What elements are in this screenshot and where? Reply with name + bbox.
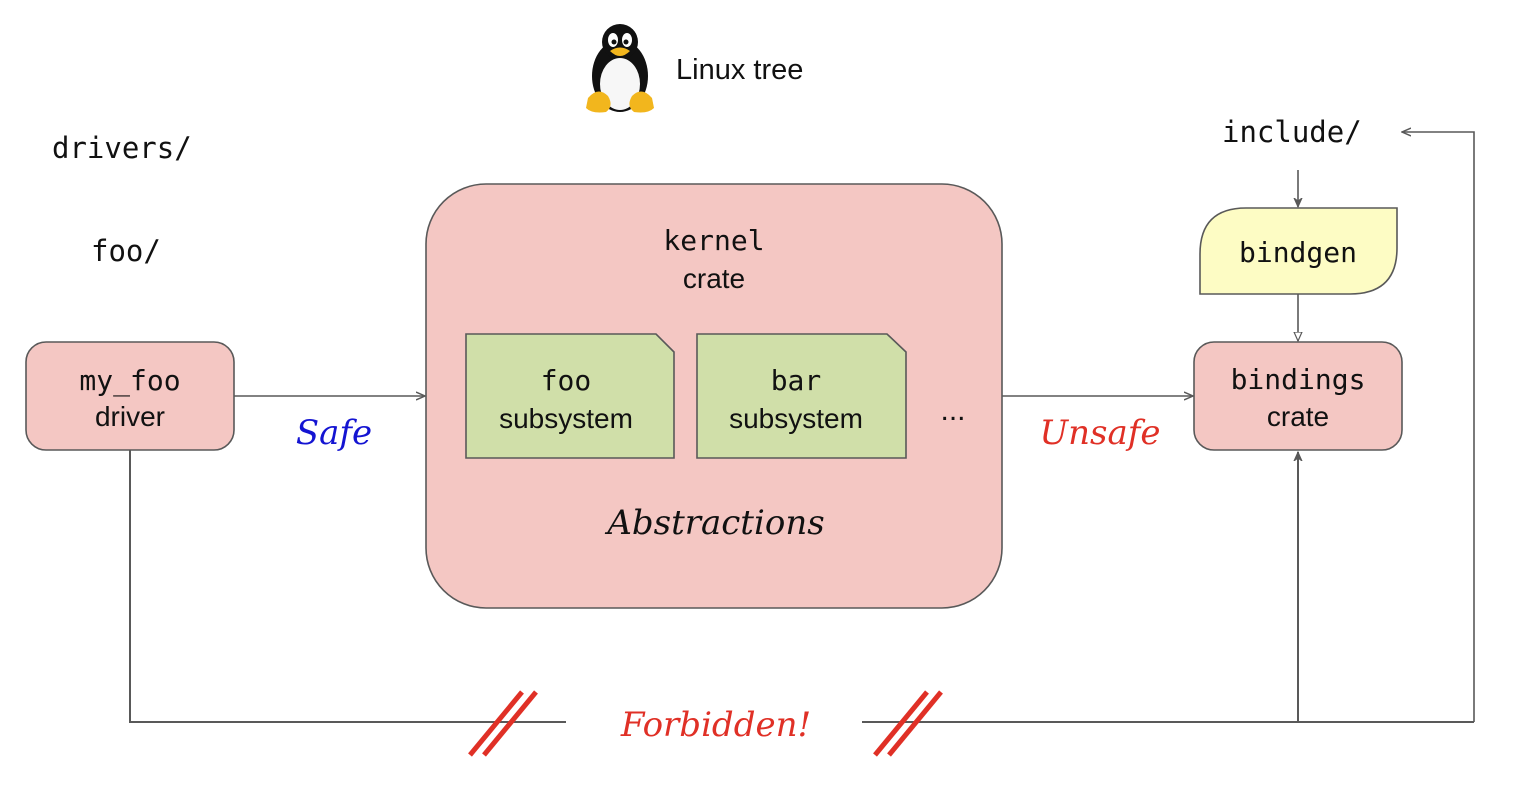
forbidden-path-left bbox=[129, 450, 566, 723]
bindgen-node[interactable]: bindgen bbox=[1199, 207, 1398, 295]
bindgen-box bbox=[1199, 207, 1398, 295]
kernel-crate-node[interactable]: kernel crate foo subsystem bar subsystem… bbox=[425, 183, 1003, 609]
safe-edge-label: Safe bbox=[296, 413, 372, 453]
bindings-crate-name: bindings bbox=[1231, 363, 1366, 396]
bar-subsystem-name: bar bbox=[771, 364, 822, 397]
linux-tree-title: Linux tree bbox=[676, 54, 803, 86]
my-foo-driver-type: driver bbox=[95, 401, 165, 432]
bindgen-label: bindgen bbox=[1239, 236, 1357, 269]
more-subsystems-ellipsis: ... bbox=[940, 394, 965, 427]
kernel-crate-name: kernel bbox=[663, 224, 764, 257]
tux-penguin-icon bbox=[586, 24, 654, 113]
foo-subsystem-box bbox=[465, 333, 675, 459]
include-folder-label: include/ bbox=[1222, 115, 1362, 149]
foo-subsystem-name: foo bbox=[541, 364, 592, 397]
bar-subsystem-type: subsystem bbox=[729, 403, 863, 434]
drivers-folder-label: drivers/ bbox=[52, 131, 192, 165]
bindings-crate-node[interactable]: bindings crate bbox=[1193, 341, 1403, 451]
foo-subsystem-node[interactable]: foo subsystem bbox=[465, 333, 675, 459]
bindings-crate-type: crate bbox=[1267, 401, 1329, 432]
my-foo-driver-name: my_foo bbox=[79, 364, 180, 398]
break-mark-left bbox=[468, 690, 538, 757]
break-mark-right bbox=[873, 690, 943, 757]
foo-subsystem-type: subsystem bbox=[499, 403, 633, 434]
my-foo-driver-node[interactable]: my_foo driver bbox=[25, 341, 235, 451]
kernel-crate-type: crate bbox=[683, 263, 745, 294]
bindings-crate-box bbox=[1193, 341, 1403, 451]
forbidden-to-include-arrow bbox=[1402, 132, 1475, 722]
foo-folder-label: foo/ bbox=[91, 234, 161, 268]
bar-subsystem-node[interactable]: bar subsystem bbox=[696, 333, 907, 459]
unsafe-edge-label: Unsafe bbox=[1040, 413, 1161, 453]
forbidden-label: Forbidden! bbox=[620, 705, 811, 745]
abstractions-label: Abstractions bbox=[604, 503, 824, 543]
bar-subsystem-box bbox=[696, 333, 907, 459]
